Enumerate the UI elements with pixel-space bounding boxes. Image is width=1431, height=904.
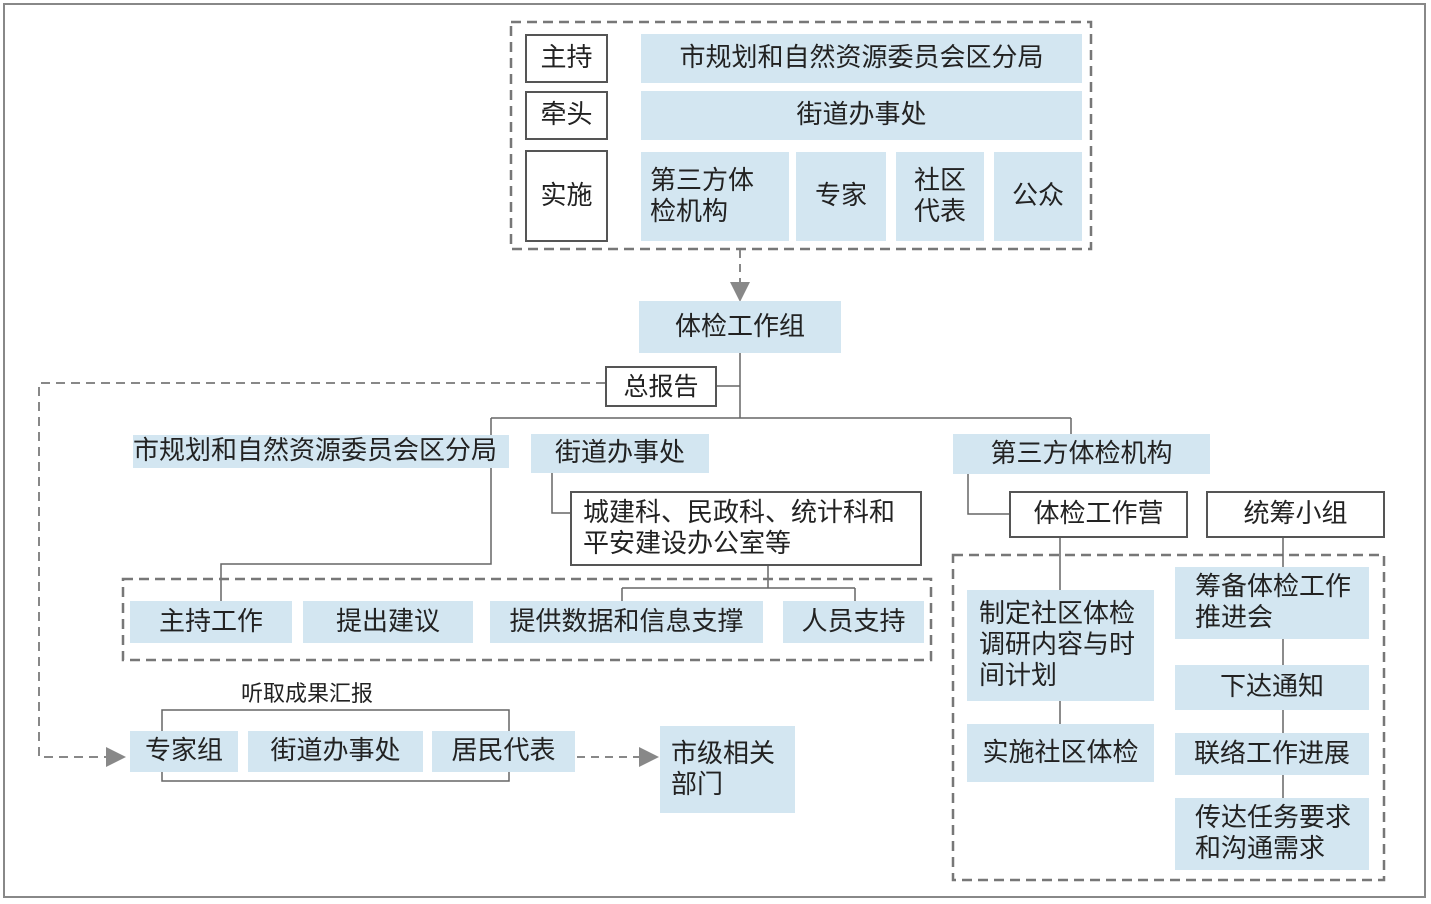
tasks-group-dashed <box>121 577 933 662</box>
report-loop-arrow <box>38 382 605 767</box>
branch-street-office: 街道办事处 <box>531 434 709 473</box>
work-group: 体检工作组 <box>639 301 841 353</box>
camp-plan: 制定社区体检 调研内容与时 间计划 <box>967 590 1154 701</box>
thirdparty-to-camp <box>967 474 1009 515</box>
hearing-residents: 居民代表 <box>432 731 575 772</box>
top-public: 公众 <box>994 152 1082 241</box>
top-lead-org: 街道办事处 <box>641 91 1082 140</box>
hearing-bracket-top <box>161 709 510 731</box>
top-third-party: 第三方体 检机构 <box>641 152 789 241</box>
top-community: 社区 代表 <box>896 152 984 241</box>
hearing-street-office: 街道办事处 <box>248 731 423 772</box>
outer-frame <box>3 3 1426 898</box>
bureau-to-host-work <box>220 468 492 601</box>
hearing-label: 听取成果汇报 <box>241 682 374 707</box>
task-host-work: 主持工作 <box>130 601 292 643</box>
coord-notice: 下达通知 <box>1175 665 1369 710</box>
task-data-support: 提供数据和信息支撑 <box>490 601 763 643</box>
hearing-experts: 专家组 <box>130 731 238 772</box>
general-report: 总报告 <box>605 366 717 407</box>
top-experts: 专家 <box>796 152 886 241</box>
role-implement: 实施 <box>525 150 608 242</box>
camp-title: 体检工作营 <box>1009 491 1188 538</box>
street-to-sections <box>551 473 570 514</box>
coord-prep: 筹备体检工作 推进会 <box>1175 567 1369 639</box>
branch-planning-bureau: 市规划和自然资源委员会区分局 <box>133 435 509 468</box>
coord-convey: 传达任务要求 和沟通需求 <box>1175 798 1369 870</box>
city-departments: 市级相关 部门 <box>660 726 795 813</box>
task-staff-support: 人员支持 <box>783 601 924 643</box>
role-lead: 牵头 <box>525 91 608 140</box>
right-group-dashed <box>951 553 1386 882</box>
coord-liaison: 联络工作进展 <box>1175 733 1369 775</box>
role-host: 主持 <box>525 34 608 83</box>
sections-box: 城建科、民政科、统计科和 平安建设办公室等 <box>570 491 922 566</box>
camp-implement: 实施社区体检 <box>967 724 1154 782</box>
hearing-bracket-bottom <box>161 772 510 782</box>
coord-title: 统筹小组 <box>1206 491 1385 538</box>
top-group-dashed <box>509 20 1093 251</box>
top-host-org: 市规划和自然资源委员会区分局 <box>641 34 1082 83</box>
branch-third-party: 第三方体检机构 <box>953 434 1210 474</box>
task-suggest: 提出建议 <box>303 601 473 643</box>
